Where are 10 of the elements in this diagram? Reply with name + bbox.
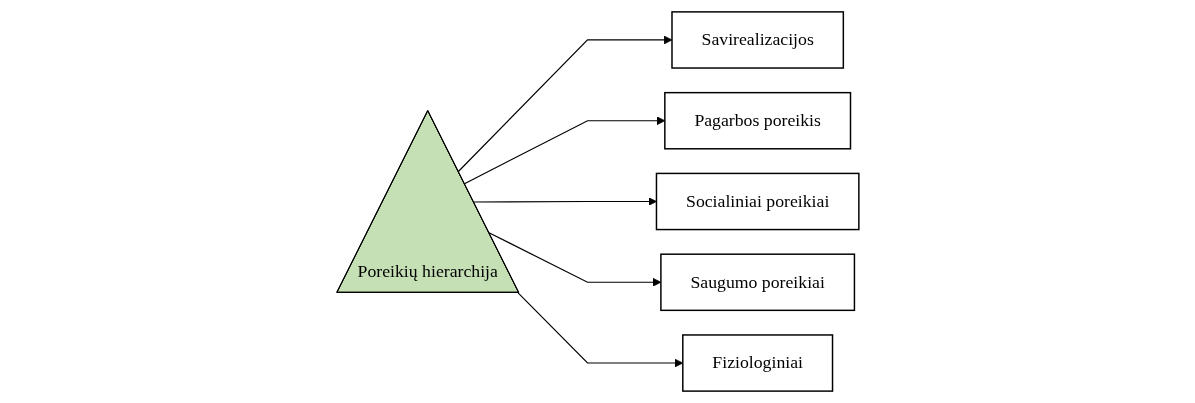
node-box: Socialiniai poreikiai bbox=[655, 172, 860, 231]
arrow bbox=[488, 232, 661, 287]
arrow bbox=[457, 35, 672, 173]
node-box: Savirealizacijos bbox=[670, 11, 844, 69]
node-box: Pagarbos poreikis bbox=[663, 91, 851, 150]
node-box: Fiziologiniai bbox=[681, 334, 833, 392]
arrow bbox=[463, 116, 665, 185]
arrow bbox=[472, 197, 657, 206]
node-box: Saugumo poreikiai bbox=[659, 253, 855, 312]
arrow bbox=[517, 292, 683, 368]
